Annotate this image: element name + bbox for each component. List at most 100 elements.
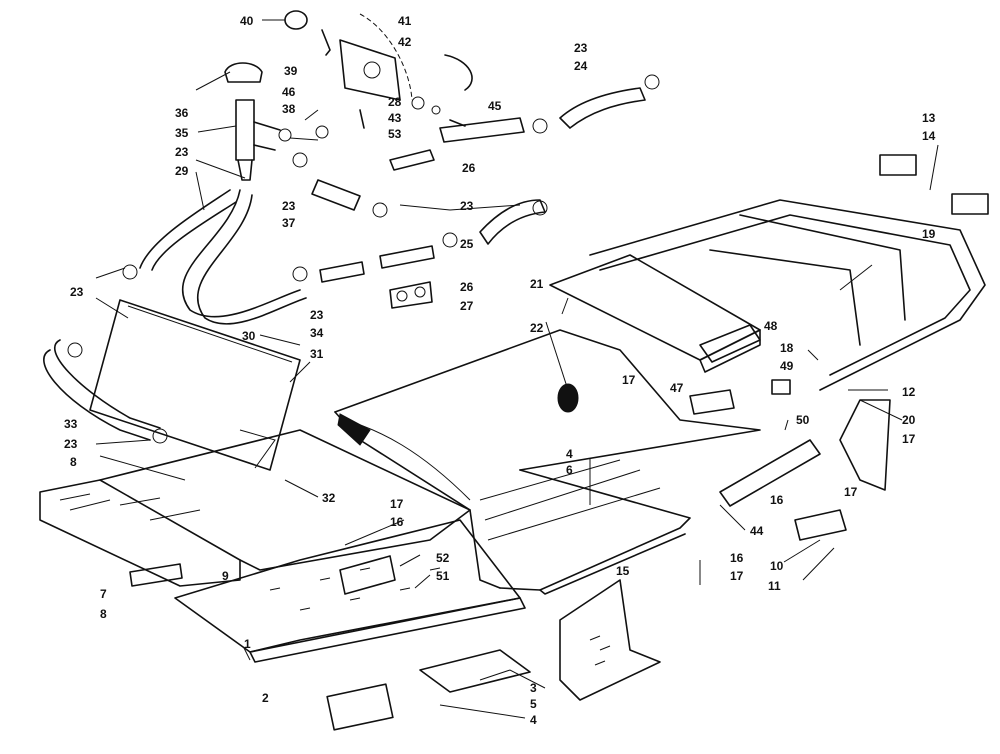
washer-43 — [411, 96, 425, 110]
label-23-top: 23 — [574, 41, 588, 55]
label-2: 2 — [262, 691, 269, 705]
tube-37 — [311, 179, 361, 211]
label-17-a: 17 — [622, 373, 636, 387]
cable-42 — [444, 54, 473, 91]
label-43: 43 — [388, 111, 402, 125]
plate-10 — [794, 509, 847, 541]
label-14: 14 — [922, 129, 936, 143]
plate-2 — [326, 683, 394, 731]
label-42: 42 — [398, 35, 412, 49]
label-23-neck: 23 — [175, 145, 189, 159]
cap-40 — [284, 10, 308, 30]
tube-26-lower — [319, 261, 365, 283]
tube-26-lower-2 — [379, 245, 435, 269]
label-23-left: 23 — [70, 285, 84, 299]
label-49: 49 — [780, 359, 794, 373]
hose-34-outer — [197, 194, 307, 325]
spring-40 — [321, 29, 331, 56]
label-44: 44 — [750, 524, 764, 538]
tube-44 — [719, 439, 821, 507]
label-17-center: 17 — [390, 497, 404, 511]
leader-lines — [95, 19, 939, 719]
screw-45 — [449, 119, 466, 127]
bracket-3 — [559, 579, 661, 701]
label-12: 12 — [902, 385, 916, 399]
fitting-38 — [315, 125, 329, 139]
label-4-bottom: 4 — [530, 713, 537, 727]
callout-labels: 40 41 42 39 36 46 38 28 43 53 45 23 24 3… — [64, 14, 936, 727]
label-34: 34 — [310, 326, 324, 340]
label-40: 40 — [240, 14, 254, 28]
label-48: 48 — [764, 319, 778, 333]
label-31: 31 — [310, 347, 324, 361]
label-4-top: 4 — [566, 447, 573, 461]
label-3: 3 — [530, 681, 537, 695]
label-32: 32 — [322, 491, 336, 505]
label-10: 10 — [770, 559, 784, 573]
label-16-center: 16 — [390, 515, 404, 529]
label-26-lower: 26 — [460, 280, 474, 294]
label-47: 47 — [670, 381, 684, 395]
plate-5 — [419, 649, 531, 693]
decal-13 — [879, 154, 917, 176]
part-49 — [771, 379, 791, 395]
part-22 — [557, 383, 579, 413]
label-8-top: 8 — [70, 455, 77, 469]
label-22: 22 — [530, 321, 544, 335]
hinge-52 — [339, 555, 396, 595]
part-48 — [699, 324, 761, 363]
tunnel — [334, 329, 761, 595]
hose-33 — [43, 349, 151, 441]
label-1: 1 — [244, 637, 251, 651]
label-9: 9 — [222, 569, 229, 583]
label-29: 29 — [175, 164, 189, 178]
label-53: 53 — [388, 127, 402, 141]
label-33: 33 — [64, 417, 78, 431]
hose-29-outer — [151, 201, 237, 271]
label-19: 19 — [922, 227, 936, 241]
label-11: 11 — [768, 579, 781, 593]
label-13: 13 — [922, 111, 936, 125]
label-30: 30 — [242, 329, 256, 343]
label-17-lower: 17 — [730, 569, 744, 583]
filler-neck — [224, 62, 281, 181]
hose-24 — [559, 87, 646, 129]
label-24: 24 — [574, 59, 588, 73]
label-45: 45 — [488, 99, 502, 113]
label-5: 5 — [530, 697, 537, 711]
label-37: 37 — [282, 216, 296, 230]
label-23-mid: 23 — [282, 199, 296, 213]
label-23-center: 23 — [460, 199, 474, 213]
label-15: 15 — [616, 564, 630, 578]
label-17-b: 17 — [902, 432, 916, 446]
label-28: 28 — [388, 95, 402, 109]
grommet-27 — [389, 281, 433, 309]
fitting-46 — [278, 128, 292, 142]
label-52: 52 — [436, 551, 450, 565]
floor-panel-left — [39, 429, 471, 587]
floor-pan — [174, 519, 526, 663]
label-26-upper: 26 — [462, 161, 476, 175]
label-46: 46 — [282, 85, 296, 99]
hose-34 — [181, 189, 301, 318]
tube-26-short — [389, 149, 435, 171]
label-20: 20 — [902, 413, 916, 427]
label-21: 21 — [530, 277, 544, 291]
label-27: 27 — [460, 299, 474, 313]
label-51: 51 — [436, 569, 450, 583]
label-41: 41 — [398, 14, 412, 28]
label-23-hose: 23 — [310, 308, 324, 322]
washer-53 — [431, 105, 441, 115]
hose-29 — [139, 189, 231, 269]
label-17-right: 17 — [844, 485, 858, 499]
screw-28 — [359, 109, 365, 129]
bumper-12 — [589, 199, 986, 391]
label-6: 6 — [566, 463, 573, 477]
bracket-39 — [339, 39, 401, 101]
block-47 — [689, 389, 735, 415]
bracket-39-hole — [363, 61, 381, 79]
label-38: 38 — [282, 102, 296, 116]
heat-exchanger-30 — [89, 299, 301, 471]
grommet-27-hole-b — [414, 286, 426, 298]
